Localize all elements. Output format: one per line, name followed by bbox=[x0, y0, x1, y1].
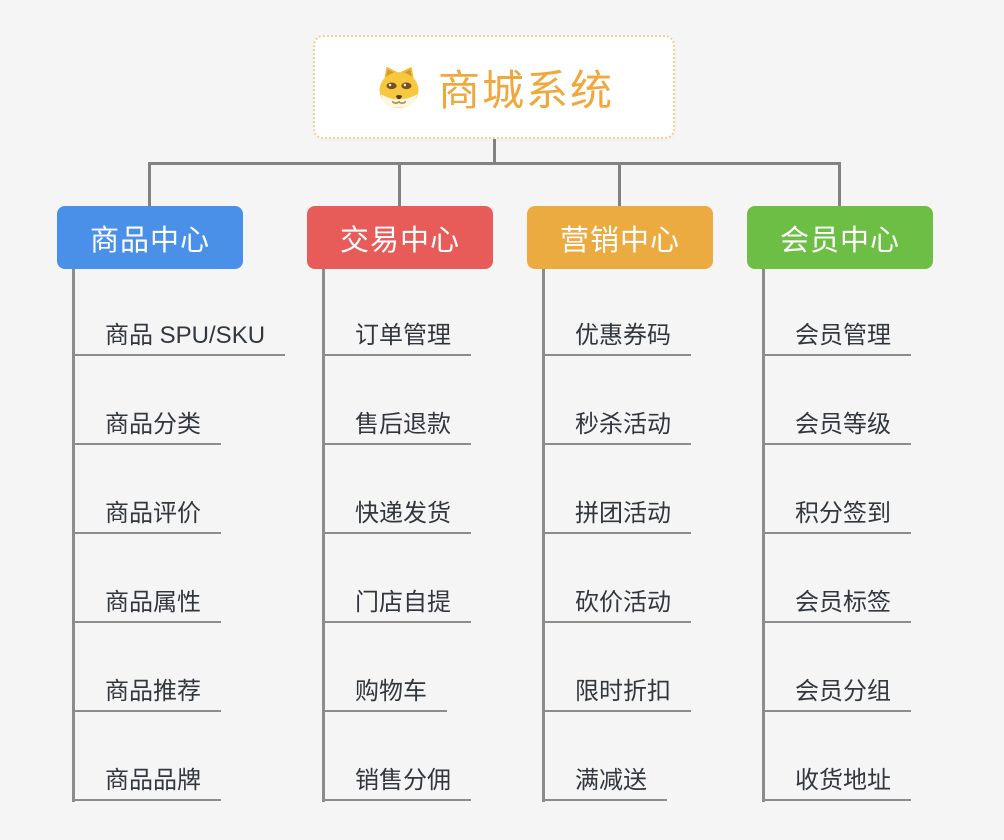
mindmap-item[interactable]: 售后退款 bbox=[322, 409, 471, 445]
branch-box-member-center[interactable]: 会员中心 bbox=[747, 206, 933, 269]
branch-box-marketing-center[interactable]: 营销中心 bbox=[527, 206, 713, 269]
branch-list-member-center: 会员管理 会员等级 积分签到 会员标签 会员分组 收货地址 bbox=[762, 269, 992, 802]
mindmap-item[interactable]: 销售分佣 bbox=[322, 765, 471, 801]
mindmap-item[interactable]: 快递发货 bbox=[322, 498, 471, 534]
connector-drop-product bbox=[148, 162, 151, 208]
mindmap-item[interactable]: 会员标签 bbox=[762, 587, 911, 623]
mindmap-item[interactable]: 秒杀活动 bbox=[542, 409, 691, 445]
branch-box-product-center[interactable]: 商品中心 bbox=[57, 206, 243, 269]
root-node[interactable]: 商城系统 bbox=[313, 35, 675, 139]
mindmap-item[interactable]: 订单管理 bbox=[322, 320, 471, 356]
mindmap-item[interactable]: 商品推荐 bbox=[72, 676, 221, 712]
mindmap-item[interactable]: 购物车 bbox=[322, 676, 447, 712]
root-title: 商城系统 bbox=[437, 66, 614, 114]
connector-drop-member bbox=[838, 162, 841, 208]
mindmap-item[interactable]: 商品评价 bbox=[72, 498, 221, 534]
mindmap-item[interactable]: 拼团活动 bbox=[542, 498, 691, 534]
mindmap-item[interactable]: 门店自提 bbox=[322, 587, 471, 623]
mindmap-item[interactable]: 商品属性 bbox=[72, 587, 221, 623]
mindmap-item[interactable]: 会员等级 bbox=[762, 409, 911, 445]
branch-box-trade-center[interactable]: 交易中心 bbox=[307, 206, 493, 269]
mindmap-item[interactable]: 限时折扣 bbox=[542, 676, 691, 712]
mindmap-item[interactable]: 优惠券码 bbox=[542, 320, 691, 356]
branch-list-product-center: 商品 SPU/SKU 商品分类 商品评价 商品属性 商品推荐 商品品牌 bbox=[72, 269, 302, 802]
shiba-dog-icon bbox=[379, 66, 419, 109]
mindmap-item[interactable]: 商品品牌 bbox=[72, 765, 221, 801]
connector-root-stub bbox=[493, 139, 496, 164]
mindmap-item[interactable]: 砍价活动 bbox=[542, 587, 691, 623]
branch-list-marketing-center: 优惠券码 秒杀活动 拼团活动 砍价活动 限时折扣 满减送 bbox=[542, 269, 772, 802]
mindmap-item[interactable]: 会员分组 bbox=[762, 676, 911, 712]
branch-list-trade-center: 订单管理 售后退款 快递发货 门店自提 购物车 销售分佣 bbox=[322, 269, 552, 802]
mindmap-item[interactable]: 商品 SPU/SKU bbox=[72, 320, 286, 356]
mindmap-item[interactable]: 商品分类 bbox=[72, 409, 221, 445]
mindmap-item[interactable]: 满减送 bbox=[542, 765, 667, 801]
connector-drop-marketing bbox=[618, 162, 621, 208]
mindmap-item[interactable]: 会员管理 bbox=[762, 320, 911, 356]
connector-horizontal bbox=[148, 162, 841, 165]
mindmap-item[interactable]: 积分签到 bbox=[762, 498, 911, 534]
mindmap-item[interactable]: 收货地址 bbox=[762, 765, 911, 801]
connector-drop-trade bbox=[398, 162, 401, 208]
